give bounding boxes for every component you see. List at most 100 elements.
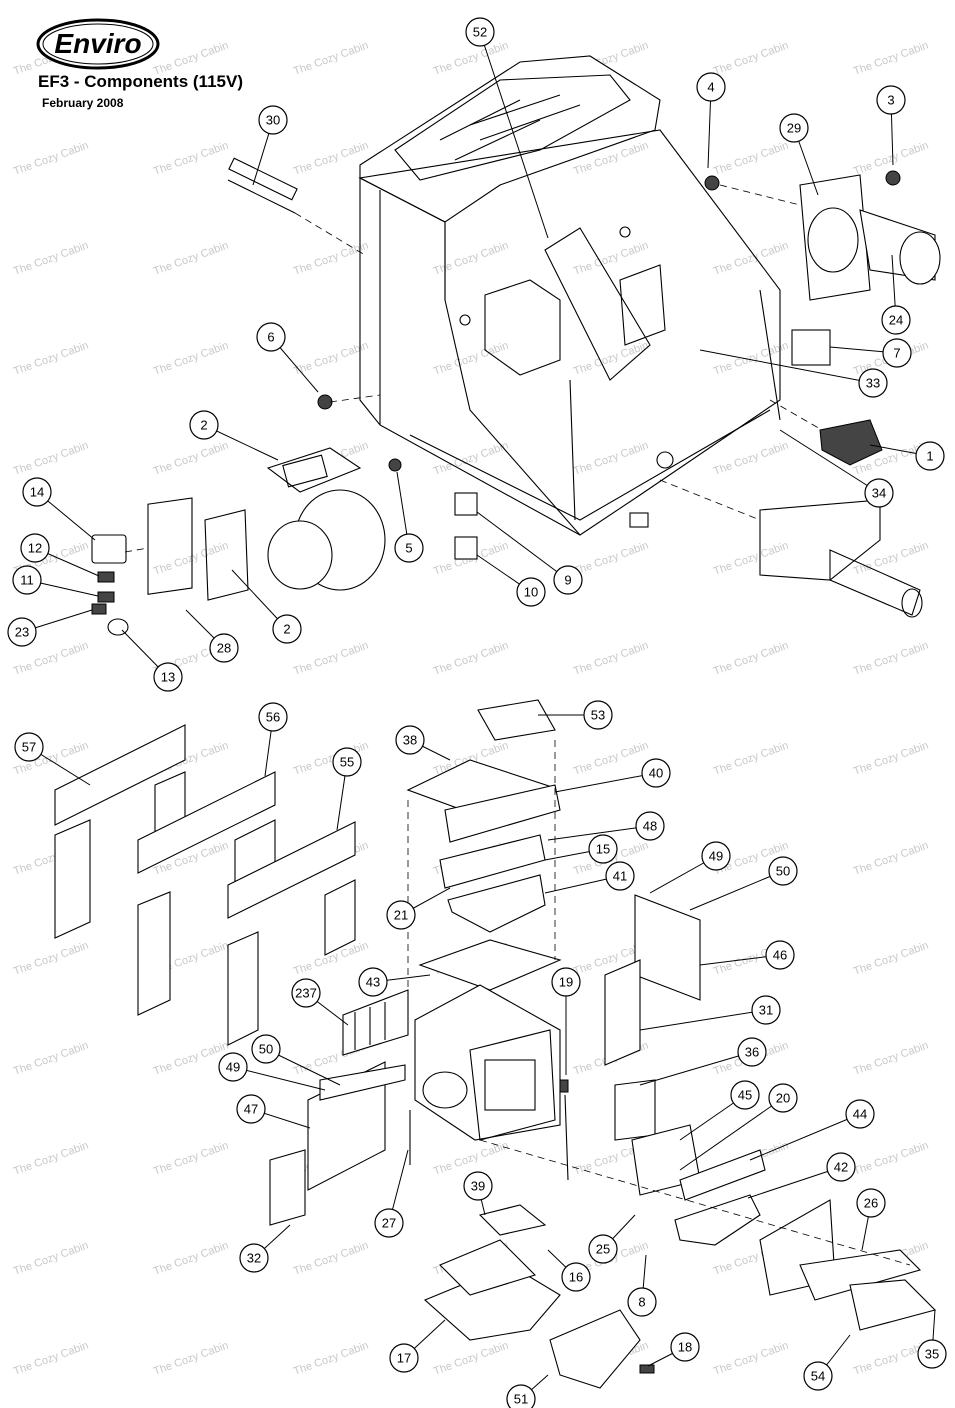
callout-circle bbox=[856, 1188, 886, 1218]
callout-circle bbox=[641, 758, 671, 788]
watermark-text: The Cozy Cabin bbox=[712, 240, 790, 278]
callout-53: 53 bbox=[583, 700, 613, 730]
callout-4: 4 bbox=[696, 72, 726, 102]
callout-number: 11 bbox=[20, 573, 34, 588]
watermark-text: The Cozy Cabin bbox=[12, 140, 90, 178]
callout-number: 26 bbox=[864, 1196, 878, 1211]
callout-circle bbox=[14, 732, 44, 762]
callout-number: 28 bbox=[217, 641, 231, 656]
callout-19: 19 bbox=[551, 967, 581, 997]
callout-number: 16 bbox=[569, 1270, 583, 1285]
watermark-text: The Cozy Cabin bbox=[712, 740, 790, 778]
callout-52: 52 bbox=[465, 17, 495, 47]
watermark-text: The Cozy Cabin bbox=[712, 40, 790, 78]
callout-circle bbox=[20, 533, 50, 563]
callout-layer: 5243302924673321345141211231328291057565… bbox=[7, 17, 947, 1408]
callout-circle bbox=[209, 633, 239, 663]
callout-number: 46 bbox=[773, 948, 787, 963]
watermark-text: The Cozy Cabin bbox=[572, 640, 650, 678]
callout-16: 16 bbox=[561, 1262, 591, 1292]
callout-3: 3 bbox=[876, 85, 906, 115]
watermark-text: The Cozy Cabin bbox=[712, 440, 790, 478]
callout-number: 55 bbox=[340, 755, 354, 770]
callout-circle bbox=[751, 995, 781, 1025]
leader-line bbox=[779, 429, 880, 494]
callout-circle bbox=[551, 967, 581, 997]
callout-50: 50 bbox=[768, 856, 798, 886]
callout-circle bbox=[218, 1052, 248, 1082]
callout-circle bbox=[826, 1152, 856, 1182]
callout-number: 50 bbox=[259, 1042, 273, 1057]
callout-number: 49 bbox=[226, 1060, 240, 1075]
callout-number: 23 bbox=[15, 625, 29, 640]
callout-number: 43 bbox=[366, 975, 380, 990]
callout-number: 4 bbox=[707, 80, 714, 95]
callout-circle bbox=[881, 305, 911, 335]
callout-number: 40 bbox=[649, 766, 663, 781]
callout-41: 41 bbox=[605, 861, 635, 891]
watermark-text: The Cozy Cabin bbox=[712, 540, 790, 578]
callout-circle bbox=[374, 1208, 404, 1238]
enviro-logo: Enviro bbox=[36, 18, 160, 70]
callout-circle bbox=[394, 533, 424, 563]
callout-55: 55 bbox=[332, 747, 362, 777]
callout-number: 30 bbox=[266, 113, 280, 128]
watermark-text: The Cozy Cabin bbox=[712, 640, 790, 678]
callout-number: 29 bbox=[787, 121, 801, 136]
callout-circle bbox=[22, 477, 52, 507]
callout-circle bbox=[858, 368, 888, 398]
callout-number: 10 bbox=[524, 585, 538, 600]
watermark-text: The Cozy Cabin bbox=[432, 1140, 510, 1178]
callout-number: 52 bbox=[473, 25, 487, 40]
callout-number: 27 bbox=[382, 1216, 396, 1231]
watermark-text: The Cozy Cabin bbox=[12, 1240, 90, 1278]
callout-number: 57 bbox=[22, 740, 36, 755]
callout-57: 57 bbox=[14, 732, 44, 762]
page-title: EF3 - Components (115V) bbox=[38, 72, 243, 91]
watermark-text: The Cozy Cabin bbox=[12, 940, 90, 978]
watermark-text: The Cozy Cabin bbox=[572, 340, 650, 378]
callout-number: 33 bbox=[866, 376, 880, 391]
callout-number: 54 bbox=[811, 1369, 825, 1384]
callout-46: 46 bbox=[765, 940, 795, 970]
watermark-text: The Cozy Cabin bbox=[12, 440, 90, 478]
callout-40: 40 bbox=[641, 758, 671, 788]
callout-circle bbox=[765, 940, 795, 970]
callout-27: 27 bbox=[374, 1208, 404, 1238]
callout-number: 1 bbox=[926, 449, 933, 464]
watermark-text: The Cozy Cabin bbox=[292, 40, 370, 78]
callout-circle bbox=[358, 967, 388, 997]
callout-number: 34 bbox=[872, 486, 886, 501]
callout-circle bbox=[12, 565, 42, 595]
callout-7: 7 bbox=[882, 338, 912, 368]
watermark-text: The Cozy Cabin bbox=[152, 1340, 230, 1378]
callout-number: 24 bbox=[889, 313, 903, 328]
watermark-text: The Cozy Cabin bbox=[432, 1340, 510, 1378]
watermark-text: The Cozy Cabin bbox=[712, 140, 790, 178]
callout-21: 21 bbox=[386, 900, 416, 930]
callout-51: 51 bbox=[506, 1384, 536, 1408]
callout-number: 3 bbox=[887, 93, 894, 108]
leader-line bbox=[547, 825, 651, 841]
callout-circle bbox=[730, 1080, 760, 1110]
watermark-text: The Cozy Cabin bbox=[712, 1340, 790, 1378]
watermark-text: The Cozy Cabin bbox=[572, 440, 650, 478]
stove-body-lower bbox=[54, 699, 937, 1389]
callout-circle bbox=[635, 811, 665, 841]
callout-circle bbox=[915, 441, 945, 471]
callout-number: 20 bbox=[776, 1091, 790, 1106]
callout-number: 9 bbox=[564, 573, 571, 588]
watermark-text: The Cozy Cabin bbox=[152, 1040, 230, 1078]
leader-line bbox=[689, 870, 784, 911]
callout-circle bbox=[553, 565, 583, 595]
callout-circle bbox=[737, 1037, 767, 1067]
leader-line bbox=[639, 1009, 767, 1031]
watermark-text: The Cozy Cabin bbox=[12, 240, 90, 278]
callout-circle bbox=[696, 72, 726, 102]
callout-number: 45 bbox=[738, 1088, 752, 1103]
callout-28: 28 bbox=[209, 633, 239, 663]
callout-34: 34 bbox=[864, 478, 894, 508]
callout-number: 25 bbox=[596, 1242, 610, 1257]
callout-number: 15 bbox=[596, 842, 610, 857]
callout-number: 53 bbox=[591, 708, 605, 723]
